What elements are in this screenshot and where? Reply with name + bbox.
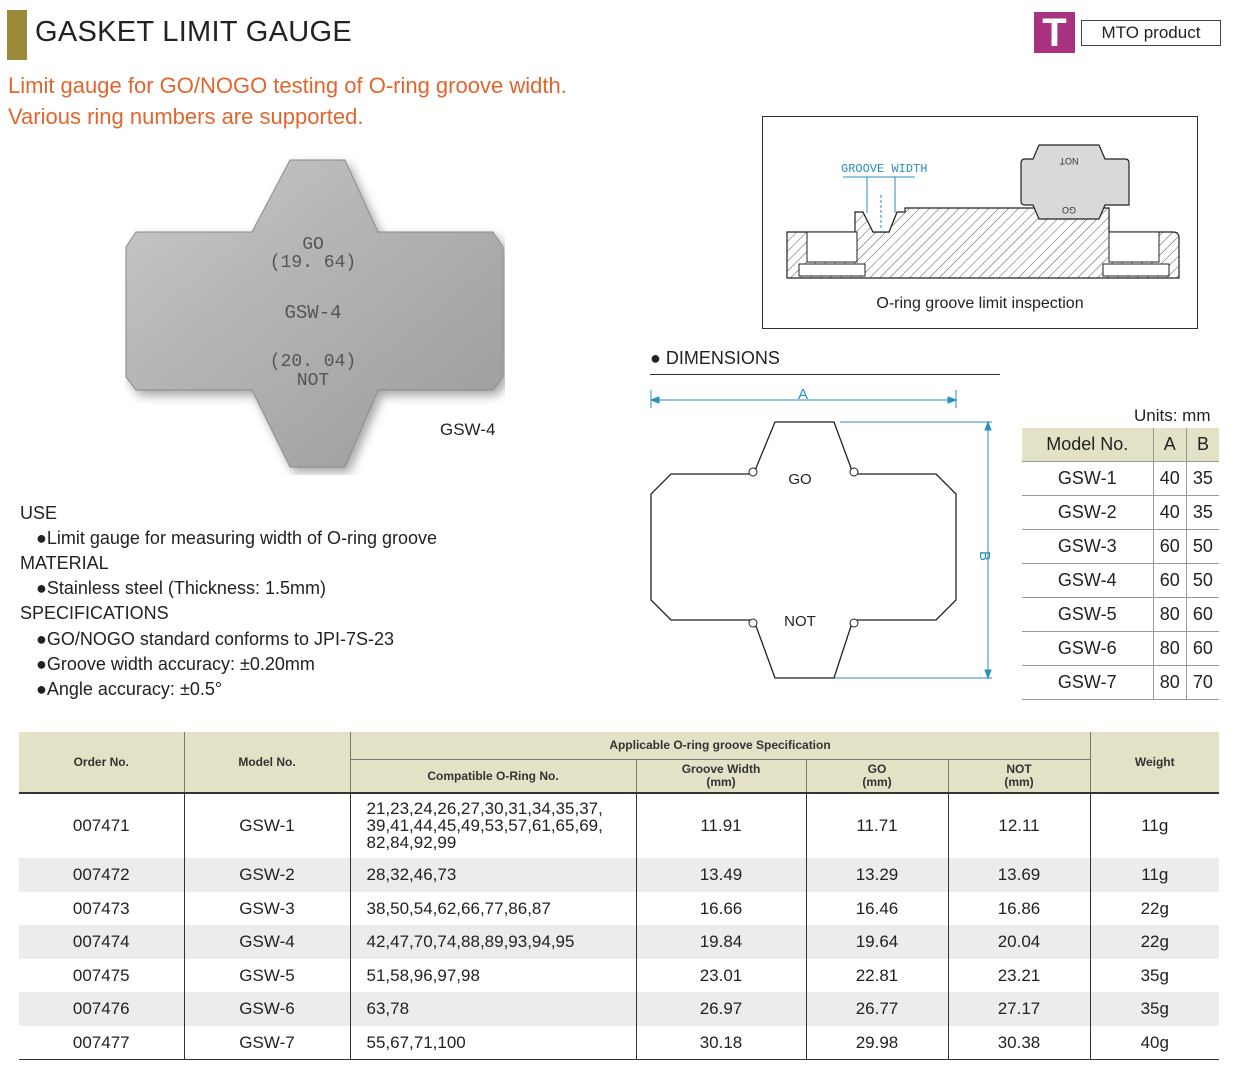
gauge-go-mark: GO bbox=[1062, 205, 1076, 215]
table-row: 007474 GSW-4 42,47,70,74,88,89,93,94,95 … bbox=[19, 925, 1219, 959]
bolt-hole-right bbox=[1108, 231, 1160, 263]
spec-item-use: ●Limit gauge for measuring width of O-ri… bbox=[36, 528, 438, 548]
photo-caption: GSW-4 bbox=[440, 420, 496, 439]
engraving-not-value: (20. 04) bbox=[270, 352, 356, 372]
title-accent-bar bbox=[7, 10, 27, 60]
col-groove-width: Groove Width(mm) bbox=[635, 759, 806, 792]
gauge-not-mark: NOT bbox=[1059, 156, 1079, 166]
col-go: GO(mm) bbox=[805, 759, 948, 792]
subtitle-line-1: Limit gauge for GO/NOGO testing of O-rin… bbox=[8, 73, 567, 98]
gauge-outline bbox=[650, 421, 957, 679]
table-row: 007477 GSW-7 55,67,71,100 30.18 29.98 30… bbox=[19, 1025, 1219, 1060]
dimension-drawing: A B GO NOT bbox=[649, 386, 993, 680]
inspection-diagram: GROOVE WIDTH NOT GO O-ring groove limit … bbox=[762, 116, 1198, 329]
col-order-no: Order No. bbox=[19, 732, 184, 792]
table-row: 007471 GSW-1 21,23,24,26,27,30,31,34,35,… bbox=[19, 792, 1219, 858]
gauge-photo: GO (19. 64) GSW-4 (20. 04) NOT bbox=[125, 159, 504, 468]
order-table: Order No. Model No. Applicable O-ring gr… bbox=[19, 732, 1219, 1060]
engraving-model: GSW-4 bbox=[284, 302, 341, 324]
subtitle-line-2: Various ring numbers are supported. bbox=[8, 104, 364, 129]
gauge-in-groove bbox=[1020, 144, 1130, 220]
col-b: B bbox=[1185, 428, 1219, 462]
col-group-spec: Applicable O-ring groove Specification bbox=[349, 732, 1090, 760]
mto-badge-icon: T bbox=[1034, 12, 1075, 54]
spec-item-material: ●Stainless steel (Thickness: 1.5mm) bbox=[36, 578, 326, 598]
col-model-no: Model No. bbox=[1022, 428, 1154, 462]
units-label: Units: mm bbox=[1134, 406, 1211, 425]
page-title: GASKET LIMIT GAUGE bbox=[35, 16, 352, 48]
outline-not-label: NOT bbox=[784, 613, 816, 630]
col-a: A bbox=[1152, 428, 1187, 462]
recess-left bbox=[798, 263, 866, 277]
recess-right bbox=[1102, 263, 1170, 277]
spec-item-groove-accuracy: ●Groove width accuracy: ±0.20mm bbox=[36, 654, 315, 674]
table-row: 007475 GSW-5 51,58,96,97,98 23.01 22.81 … bbox=[19, 958, 1219, 992]
col-weight: Weight bbox=[1089, 732, 1219, 792]
gauge-plate bbox=[125, 159, 504, 468]
spec-item-angle-accuracy: ●Angle accuracy: ±0.5° bbox=[36, 679, 223, 699]
engraving-go-value: (19. 64) bbox=[270, 253, 356, 273]
engraving-go: GO bbox=[302, 235, 324, 255]
spec-item-standard: ●GO/NOGO standard conforms to JPI-7S-23 bbox=[36, 629, 394, 649]
spec-heading-specifications: SPECIFICATIONS bbox=[20, 603, 169, 623]
mto-label: MTO product bbox=[1081, 20, 1221, 46]
dimension-b-label: B bbox=[976, 551, 993, 561]
dimension-a-label: A bbox=[798, 386, 808, 403]
bolt-hole-left bbox=[806, 231, 858, 263]
outline-go-label: GO bbox=[788, 471, 811, 488]
col-compatible: Compatible O-Ring No. bbox=[349, 759, 636, 792]
spec-heading-use: USE bbox=[20, 503, 58, 523]
col-model-no: Model No. bbox=[183, 732, 350, 792]
o-ring-groove bbox=[862, 211, 898, 233]
spec-heading-material: MATERIAL bbox=[20, 553, 109, 573]
inspection-drawing: GROOVE WIDTH NOT GO O-ring groove limit … bbox=[786, 144, 1180, 312]
col-not: NOT(mm) bbox=[947, 759, 1090, 792]
dimensions-heading: ● DIMENSIONS bbox=[650, 348, 780, 368]
engraving-not: NOT bbox=[297, 371, 330, 391]
groove-width-label: GROOVE WIDTH bbox=[841, 162, 927, 176]
dimensions-rule bbox=[650, 374, 1000, 375]
table-header-rule bbox=[19, 792, 1219, 794]
table-row: 007476 GSW-6 63,78 26.97 26.77 27.17 35g bbox=[19, 992, 1219, 1026]
table-row: 007473 GSW-3 38,50,54,62,66,77,86,87 16.… bbox=[19, 891, 1219, 925]
table-row: 007472 GSW-2 28,32,46,73 13.49 13.29 13.… bbox=[19, 858, 1219, 892]
inspection-caption: O-ring groove limit inspection bbox=[876, 295, 1083, 312]
